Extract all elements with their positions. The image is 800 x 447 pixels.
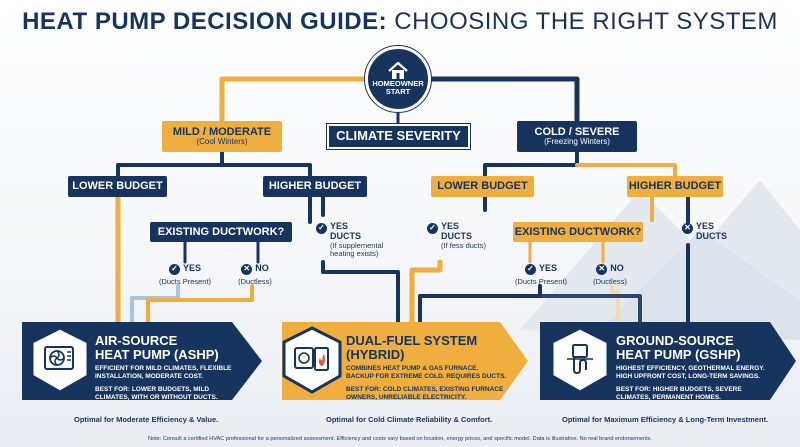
gshp-best-line1: BEST FOR: HIGHER BUDGETS, SEVERE (616, 385, 742, 393)
left-yes-ducts-option: ✓ YES DUCTS (If supplemental heating exi… (316, 221, 384, 259)
ashp-footer: Optimal for Moderate Efficiency & Value. (74, 415, 219, 424)
cold-severe-sub: (Freezing Winters) (544, 137, 610, 147)
start-label-line2: START (385, 87, 411, 96)
x-mark-icon: ✕ (241, 264, 253, 275)
disclaimer-note: Note: Consult a certified HVAC professio… (147, 436, 653, 442)
gshp-name-line1: GROUND-SOURCE (616, 333, 734, 348)
ashp-name-line1: AIR-SOURCE (95, 333, 178, 348)
left-yes-ducts-label: YES (330, 221, 349, 231)
ashp-name-line2: HEAT PUMP (ASHP) (95, 346, 219, 362)
left-yes-option: ✓YES (Ducts Present) (150, 263, 220, 286)
cold-severe-label: COLD / SEVERE (534, 126, 620, 139)
mild-moderate-label: MILD / MODERATE (172, 126, 272, 139)
gshp-name-line2: HEAT PUMP (GSHP) (616, 346, 741, 362)
dual-fuel-name-line1: DUAL-FUEL SYSTEM (346, 333, 478, 348)
left-yes-label: YES (182, 263, 201, 274)
ashp-desc-line2: INSTALLATION, MODERATE COST. (95, 373, 203, 381)
cold-severe-branch: COLD / SEVERE (Freezing Winters) (517, 121, 637, 152)
x-mark-icon: ✕ (596, 264, 608, 275)
left-higher-budget: HIGHER BUDGET (263, 176, 367, 197)
right-yes-ducts-higher-label: YES (696, 221, 715, 231)
dual-fuel-card: DUAL-FUEL SYSTEM(HYBRID) COMBINES HEAT P… (346, 334, 506, 402)
right-yes-ducts-lower-label: YES (441, 221, 460, 231)
right-yes-ducts-lower-sub: (If fess ducts) (441, 240, 487, 250)
geothermal-loop-icon (567, 344, 593, 375)
ashp-desc-line1: EFFICIENT FOR MILD CLIMATES, FLEXIBLE (95, 365, 232, 373)
left-no-option: ✕NO (Ductless) (225, 263, 285, 286)
start-label-line1: HOMEOWNER (372, 78, 424, 88)
right-yes-ducts-higher-option: ✕ YES DUCTS (682, 221, 727, 242)
right-yes-ducts-lower-label2: DUCTS (441, 230, 472, 241)
gshp-desc-line1: HIGHEST EFFICIENCY, GEOTHERMAL ENERGY. (616, 365, 765, 373)
right-yes-ducts-higher-label2: DUCTS (696, 230, 727, 241)
left-yes-ducts-sub2: heating exists) (330, 249, 379, 259)
left-yes-ducts-label2: DUCTS (330, 230, 361, 241)
mild-moderate-branch: MILD / MODERATE (Cool Winters) (162, 121, 282, 152)
right-yes-sub: (Ducts Present) (514, 277, 568, 286)
right-yes-label: YES (538, 263, 557, 274)
checkmark-icon: ✓ (316, 223, 327, 234)
x-mark-icon: ✕ (682, 223, 693, 234)
gshp-best-line2: CLIMATES, PERMANENT HOMES. (616, 393, 721, 401)
house-icon (388, 61, 408, 79)
checkmark-icon: ✓ (427, 223, 438, 234)
right-lower-budget: LOWER BUDGET (431, 176, 534, 197)
right-higher-budget: HIGHER BUDGET (627, 176, 723, 197)
fan-and-flame-icon (294, 347, 329, 371)
climate-severity-label: CLIMATE SEVERITY (326, 123, 471, 150)
left-no-label: NO (255, 263, 269, 274)
ashp-best-line2: CLIMATES, WITH OR WITHOUT DUCTS. (95, 393, 218, 401)
fan-unit-icon (44, 346, 74, 370)
right-no-label: NO (610, 263, 624, 274)
left-no-sub: (Ductless) (238, 277, 272, 286)
right-existing-ductwork-question: EXISTING DUCTWORK? (513, 222, 643, 242)
left-lower-budget: LOWER BUDGET (68, 176, 167, 197)
gshp-desc-line2: HIGH UPFRONT COST, LONG-TERM SAVINGS. (616, 373, 760, 381)
ashp-best-line1: BEST FOR: LOWER BUDGETS, MILD (95, 385, 210, 393)
mild-moderate-sub: (Cool Winters) (196, 137, 248, 147)
dual-fuel-desc-line2: BACKUP FOR EXTREME COLD. REQUIRES DUCTS. (346, 373, 507, 381)
dual-fuel-best-line1: BEST FOR: COLD CLIMATES, EXISTING FURNAC… (346, 385, 504, 393)
left-yes-ducts-sub1: (If supplemental (330, 240, 384, 250)
page-title: HEAT PUMP DECISION GUIDE: CHOOSING THE R… (22, 8, 778, 35)
left-existing-ductwork-question: EXISTING DUCTWORK? (150, 222, 292, 242)
gshp-footer: Optimal for Maximum Efficiency & Long-Te… (562, 415, 769, 424)
dual-fuel-desc-line1: COMBINES HEAT PUMP & GAS FURNACE. (346, 365, 479, 373)
left-yes-sub: (Ducts Present) (158, 277, 212, 286)
right-no-option: ✕NO (Ductless) (580, 263, 640, 286)
dual-fuel-name-line2: (HYBRID) (346, 346, 405, 362)
right-no-sub: (Ductless) (593, 277, 627, 286)
checkmark-icon: ✓ (168, 264, 180, 275)
dual-fuel-footer: Optimal for Cold Climate Reliability & C… (326, 415, 493, 424)
checkmark-icon: ✓ (524, 264, 536, 275)
right-yes-ducts-lower-option: ✓ YES DUCTS (If fess ducts) (427, 221, 487, 250)
dual-fuel-best-line2: OWNERS, UNRELIABLE ELECTRICITY. (346, 393, 467, 401)
right-yes-option: ✓YES (Ducts Present) (505, 263, 577, 286)
